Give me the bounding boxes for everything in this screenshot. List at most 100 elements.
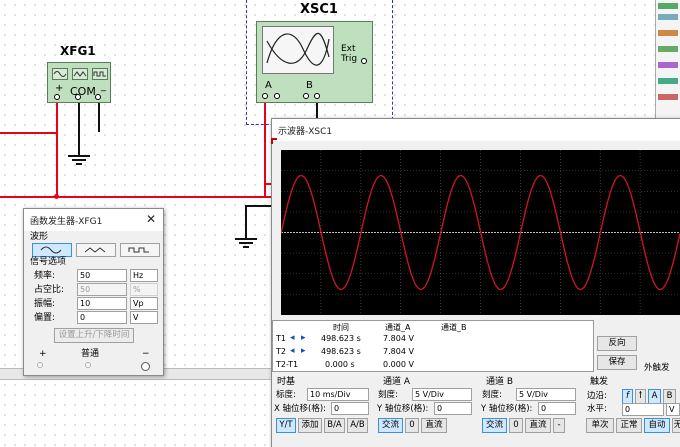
- fg-offset-input[interactable]: 0: [77, 311, 127, 324]
- xsc-ext-trig-pin[interactable]: [361, 58, 367, 64]
- timebase-mode-ab[interactable]: A/B: [347, 418, 368, 433]
- osc-readout-panel: 时间 通道_A 通道_B T1 ◂ ▸ 498.623 s 7.804 V T2…: [272, 320, 594, 372]
- osc-save-button[interactable]: 保存: [597, 355, 637, 370]
- channel-b-scale-input[interactable]: 5 V/Div: [516, 388, 576, 401]
- fg-offset-unit[interactable]: V: [130, 311, 158, 324]
- xsc-pin-a-plus[interactable]: [262, 93, 268, 99]
- readout-delta-time: 0.000 s: [325, 360, 355, 369]
- xsc1-instrument[interactable]: Ext Trig A B: [256, 21, 373, 103]
- ground-symbol-right: [235, 238, 257, 250]
- trigger-mode-normal[interactable]: 正常: [616, 418, 642, 433]
- xsc-pin-b-minus[interactable]: [314, 93, 320, 99]
- trigger-source-b[interactable]: B: [663, 389, 676, 404]
- xsc-pin-a-minus[interactable]: [274, 93, 280, 99]
- xfg-pin-plus[interactable]: [54, 94, 60, 100]
- fg-terminal-common[interactable]: [85, 362, 91, 368]
- wire-com: [78, 98, 80, 156]
- fg-close-icon[interactable]: ✕: [145, 212, 156, 226]
- trigger-edge-rising[interactable]: f: [622, 389, 633, 404]
- channel-b-coupling-ac[interactable]: 交流: [482, 418, 507, 433]
- xfg1-label: XFG1: [60, 44, 96, 58]
- osc-ext-trigger-label: 外触发: [644, 363, 670, 373]
- timebase-scale-input[interactable]: 10 ms/Div: [307, 388, 369, 401]
- readout-header-channel-a: 通道_A: [385, 323, 411, 332]
- trigger-edge-falling[interactable]: ꝉ: [635, 389, 646, 404]
- fg-square-button[interactable]: [120, 243, 160, 257]
- fg-amplitude-input[interactable]: 10: [77, 297, 127, 310]
- channel-b-ypos-input[interactable]: 0: [538, 402, 576, 415]
- trigger-level-unit[interactable]: V: [666, 403, 680, 416]
- xfg-pin-minus[interactable]: [95, 94, 101, 100]
- channel-a-coupling-zero[interactable]: 0: [405, 418, 419, 433]
- readout-t2-channel-a: 7.804 V: [383, 347, 414, 356]
- component-palette[interactable]: [655, 0, 680, 118]
- channel-a-scale-input[interactable]: 5 V/Div: [412, 388, 472, 401]
- trigger-level-input[interactable]: 0: [622, 403, 664, 416]
- fg-terminal-plus-label: +: [39, 349, 47, 359]
- trigger-mode-single[interactable]: 单次: [586, 418, 614, 433]
- t1-right-arrow-icon[interactable]: ▸: [301, 333, 306, 343]
- fg-amplitude-unit[interactable]: Vp: [130, 297, 158, 310]
- xsc-ext-trig-label: Ext Trig: [341, 44, 358, 64]
- fg-rise-fall-button[interactable]: 设置上升/下降时间: [54, 328, 134, 343]
- xfg-plus-label: +: [55, 83, 64, 94]
- timebase-xpos-input[interactable]: 0: [331, 402, 369, 415]
- timebase-mode-yt[interactable]: Y/T: [276, 418, 296, 433]
- sine-wave-icon: [40, 246, 62, 254]
- oscilloscope-trace-area: [280, 150, 680, 315]
- wire-red-left: [0, 132, 58, 134]
- fg-terminal-minus[interactable]: [141, 362, 150, 371]
- fg-duty-cycle-label: 占空比:: [34, 285, 65, 295]
- junction-node: [54, 194, 59, 199]
- t1-left-arrow-icon[interactable]: ◂: [290, 333, 295, 343]
- xfg-minus-label: _: [101, 81, 106, 92]
- wire-red-vertical: [56, 98, 58, 198]
- cursor-t1-marker[interactable]: [271, 138, 277, 144]
- wire-ground-right: [245, 205, 247, 238]
- xfg-pin-com[interactable]: [75, 94, 81, 100]
- square-wave-icon: [128, 247, 149, 253]
- fg-terminal-plus[interactable]: [37, 362, 43, 368]
- trigger-mode-auto[interactable]: 自动: [644, 418, 670, 433]
- function-generator-dialog[interactable]: 函数发生器-XFG1 ✕ 波形 信号选项 频率: 50 Hz 占空比: 50 %…: [23, 208, 164, 376]
- trigger-group-label: 触发: [590, 377, 609, 387]
- xsc-channel-a-label: A: [265, 80, 272, 91]
- t2-right-arrow-icon[interactable]: ▸: [301, 346, 306, 356]
- fg-frequency-input[interactable]: 50: [77, 269, 127, 282]
- fg-titlebar[interactable]: 函数发生器-XFG1 ✕: [24, 209, 163, 231]
- wire-ground-right-h: [245, 205, 280, 207]
- xsc-pin-b-plus[interactable]: [303, 93, 309, 99]
- xfg-com-label: COM: [70, 85, 96, 98]
- osc-titlebar[interactable]: 示波器-XSC1: [272, 119, 680, 141]
- readout-t1-channel-a: 7.804 V: [383, 334, 414, 343]
- wire-red-scope-a: [264, 98, 266, 198]
- channel-a-coupling-dc[interactable]: 直流: [421, 418, 447, 433]
- channel-b-ypos-label: Y 轴位移(格):: [481, 404, 533, 414]
- fg-duty-cycle-unit: %: [130, 283, 158, 296]
- t2-left-arrow-icon[interactable]: ◂: [290, 346, 295, 356]
- fg-duty-cycle-input[interactable]: 50: [77, 283, 127, 296]
- fg-triangle-button[interactable]: [76, 243, 116, 257]
- fg-waveform-buttons: [32, 243, 160, 257]
- timebase-mode-add[interactable]: 添加: [298, 418, 322, 433]
- channel-a-trace: [280, 174, 680, 291]
- timebase-scale-label: 标度:: [276, 390, 296, 400]
- readout-header-channel-b: 通道_B: [441, 323, 467, 332]
- channel-b-group-label: 通道 B: [486, 377, 514, 387]
- osc-reverse-button[interactable]: 反向: [597, 336, 637, 351]
- fg-offset-label: 偏置:: [34, 313, 56, 323]
- readout-t2-label: T2: [276, 347, 286, 356]
- wire-red-bottom: [0, 196, 283, 198]
- channel-b-coupling-zero[interactable]: 0: [509, 418, 523, 433]
- fg-sine-button[interactable]: [32, 243, 72, 257]
- channel-b-coupling-dc[interactable]: 直流: [525, 418, 551, 433]
- channel-a-ypos-input[interactable]: 0: [434, 402, 472, 415]
- fg-frequency-unit[interactable]: Hz: [130, 269, 158, 282]
- trigger-source-a[interactable]: A: [648, 389, 661, 404]
- channel-a-coupling-ac[interactable]: 交流: [378, 418, 403, 433]
- readout-t1-label: T1: [276, 334, 286, 343]
- channel-b-coupling-minus[interactable]: -: [553, 418, 565, 433]
- timebase-mode-ba[interactable]: B/A: [324, 418, 345, 433]
- trigger-mode-none[interactable]: 无: [672, 418, 680, 433]
- oscilloscope-screen[interactable]: [280, 150, 680, 315]
